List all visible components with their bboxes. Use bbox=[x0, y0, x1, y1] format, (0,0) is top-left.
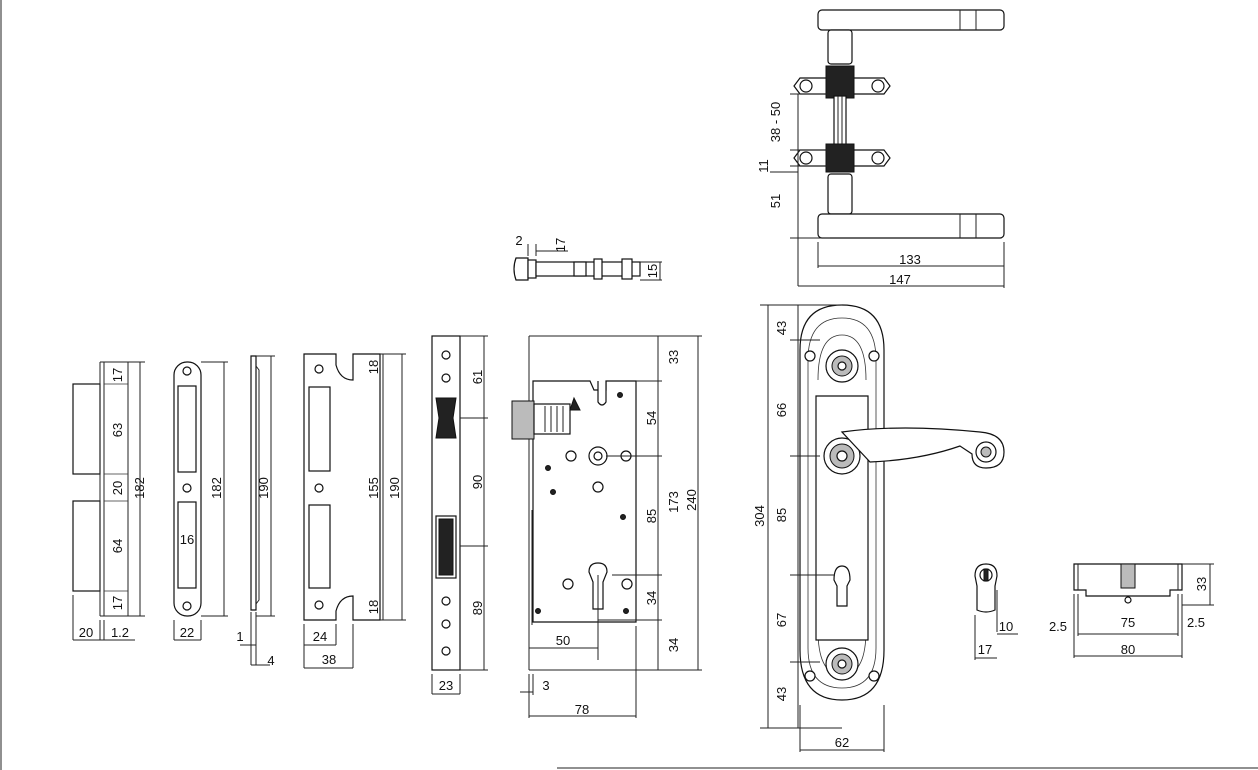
dim-cyl-75: 75 bbox=[1121, 615, 1135, 630]
dim-lever-50: 38 - 50 bbox=[768, 102, 783, 142]
dim-cyl-80: 80 bbox=[1121, 642, 1135, 657]
dim-plate-43b: 43 bbox=[774, 687, 789, 701]
dim-plate-304: 304 bbox=[752, 505, 767, 527]
strike-plate-icon bbox=[72, 361, 145, 641]
dim-body-34b: 34 bbox=[666, 638, 681, 652]
dim-strike-64: 64 bbox=[110, 539, 125, 553]
dim-side-190: 190 bbox=[256, 477, 271, 499]
lock-body-icon bbox=[511, 335, 702, 718]
key-icon bbox=[974, 563, 1018, 660]
lever-handle-icon bbox=[770, 9, 1005, 288]
side-profile-icon bbox=[240, 355, 275, 666]
dim-strike-w20: 20 bbox=[79, 625, 93, 640]
dim-box-38: 38 bbox=[322, 652, 336, 667]
dim-box-190: 190 bbox=[387, 477, 402, 499]
dim-box-18b: 18 bbox=[366, 600, 381, 614]
dim-side-1: 1 bbox=[236, 629, 243, 644]
dim-face-61: 61 bbox=[470, 370, 485, 384]
dim-key-17: 17 bbox=[978, 642, 992, 657]
latch-bolt-icon bbox=[513, 244, 662, 281]
backplate-icon bbox=[760, 304, 1005, 752]
dim-fp-22: 22 bbox=[180, 625, 194, 640]
box-strike-icon bbox=[303, 353, 406, 669]
cylinder-icon bbox=[1073, 563, 1214, 658]
dim-strike-17b: 17 bbox=[110, 596, 125, 610]
dim-lever-51: 51 bbox=[768, 194, 783, 208]
dim-plate-67: 67 bbox=[774, 613, 789, 627]
dim-body-85: 85 bbox=[644, 509, 659, 523]
dim-plate-66: 66 bbox=[774, 403, 789, 417]
dim-body-78: 78 bbox=[575, 702, 589, 717]
dim-lever-133: 133 bbox=[899, 252, 921, 267]
dim-lever-147: 147 bbox=[889, 272, 911, 287]
dim-plate-62: 62 bbox=[835, 735, 849, 750]
dim-strike-17a: 17 bbox=[110, 368, 125, 382]
dim-key-10: 10 bbox=[999, 619, 1013, 634]
dim-body-50: 50 bbox=[556, 633, 570, 648]
dim-strike-182: 182 bbox=[132, 477, 147, 499]
dim-body-33: 33 bbox=[666, 350, 681, 364]
dim-plate-43a: 43 bbox=[774, 321, 789, 335]
dim-cyl-33: 33 bbox=[1194, 577, 1209, 591]
dim-body-173: 173 bbox=[666, 491, 681, 513]
dim-body-240: 240 bbox=[684, 489, 699, 511]
dim-lever-11: 11 bbox=[756, 159, 771, 173]
dim-bolt-15: 15 bbox=[645, 264, 660, 278]
dim-body-54: 54 bbox=[644, 411, 659, 425]
dim-bolt-2: 2 bbox=[515, 233, 522, 248]
dim-strike-63: 63 bbox=[110, 423, 125, 437]
dim-face-90: 90 bbox=[470, 475, 485, 489]
dim-box-24: 24 bbox=[313, 629, 327, 644]
dim-body-34a: 34 bbox=[644, 591, 659, 605]
dim-strike-w1-2: 1.2 bbox=[111, 625, 129, 640]
dim-fp-16: 16 bbox=[180, 532, 194, 547]
dim-box-18a: 18 bbox=[366, 360, 381, 374]
dim-body-3: 3 bbox=[542, 678, 549, 693]
dim-strike-20: 20 bbox=[110, 481, 125, 495]
lock-faceplate-icon bbox=[431, 335, 488, 695]
dim-side-4: 4 bbox=[267, 653, 274, 668]
dim-fp-182: 182 bbox=[209, 477, 224, 499]
dim-box-155: 155 bbox=[366, 477, 381, 499]
dim-bolt-17: 17 bbox=[553, 238, 568, 252]
dim-cyl-2-5b: 2.5 bbox=[1187, 615, 1205, 630]
dim-face-89: 89 bbox=[470, 601, 485, 615]
faceplate-icon bbox=[173, 361, 228, 641]
dim-cyl-2-5a: 2.5 bbox=[1049, 619, 1067, 634]
dim-plate-85: 85 bbox=[774, 508, 789, 522]
dim-face-23: 23 bbox=[439, 678, 453, 693]
